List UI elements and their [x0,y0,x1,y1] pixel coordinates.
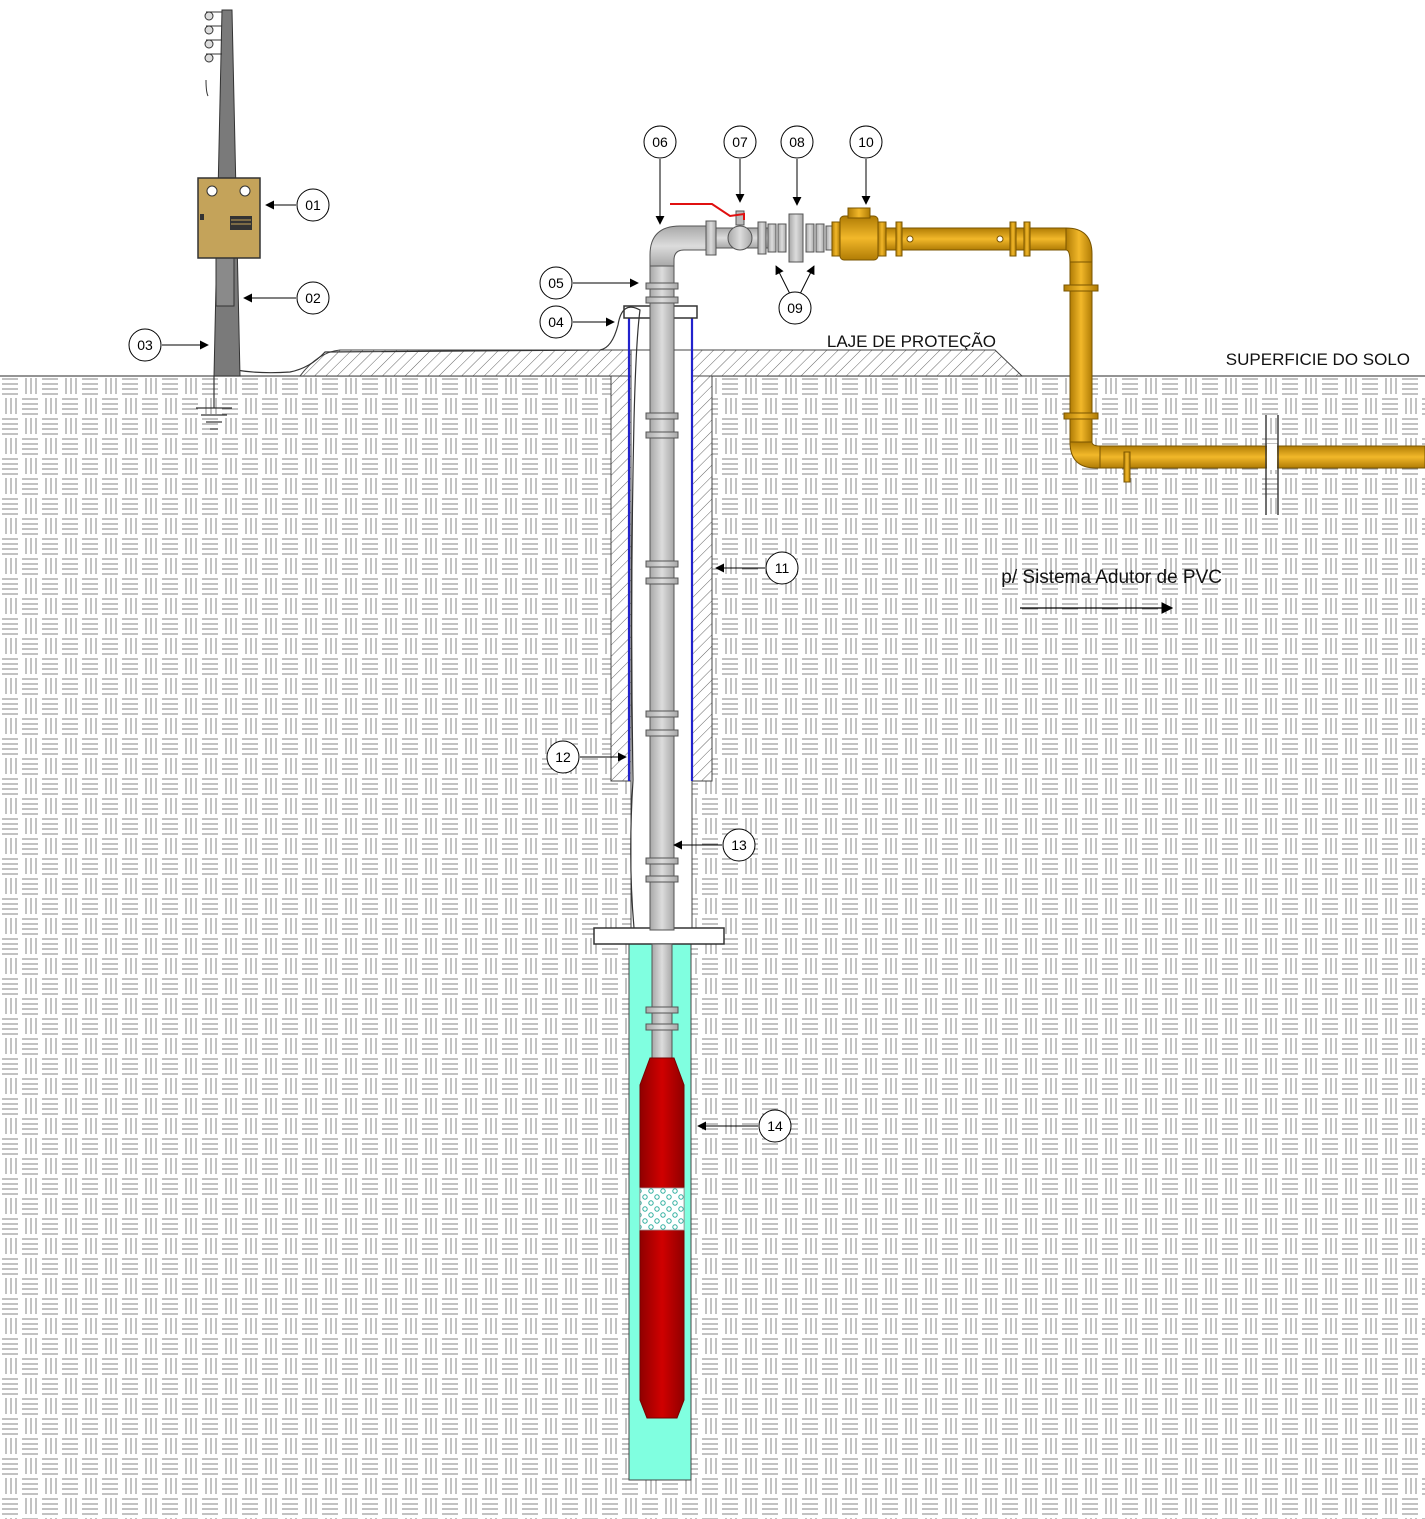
callout-02-text: 02 [305,290,321,306]
control-panel [197,177,261,259]
discharge-pipe-flanges [895,221,1131,483]
pipe-break-mark [1265,415,1279,515]
wellhead-elbow [649,225,713,267]
callout-11-text: 11 [775,560,790,576]
discharge-fittings [705,210,835,263]
riser-pipe [649,265,675,931]
callout-10: 10 [849,125,883,205]
callout-02: 02 [243,281,330,315]
callout-08-text: 08 [789,134,805,150]
check-valve [831,207,887,261]
callout-09: 09 [775,265,815,325]
riser-pipe-lower [651,943,673,1065]
callout-03-text: 03 [137,337,153,353]
callout-01-text: 01 [305,197,321,213]
callout-12: 12 [546,740,627,774]
surface-label: SUPERFICIE DO SOLO [1226,350,1410,369]
pump-intake-screen [639,1187,685,1231]
callout-04: 04 [539,305,615,339]
cement-seal [610,375,713,782]
pump-cable [235,306,641,929]
callout-12-text: 12 [555,749,571,765]
callout-08: 08 [780,125,814,206]
callout-06-text: 06 [652,134,668,150]
callout-05: 05 [539,266,639,300]
callout-11: 11 [715,551,799,585]
callout-03: 03 [128,328,209,362]
insulators [204,11,214,63]
ball-valve-body [727,225,753,251]
submersible-pump [639,1057,685,1419]
callout-07-text: 07 [732,134,748,150]
pole-conduit [215,257,235,307]
outlet-label: p/ Sistema Adutor de PVC [1001,567,1222,588]
pipe-break-gap [1267,444,1277,470]
discharge-pipe [885,227,1425,469]
pressure-signal-cable [670,203,745,220]
callout-09-text: 09 [787,300,803,316]
callout-10-text: 10 [858,134,874,150]
callout-13: 13 [673,828,756,862]
riser-couplings [645,282,679,1031]
callout-06: 06 [643,125,677,225]
grounding [196,376,232,430]
callout-07: 07 [723,125,757,203]
callout-14: 14 [697,1109,792,1143]
callout-04-text: 04 [548,314,564,330]
callout-01: 01 [265,188,330,222]
slab-label: LAJE DE PROTEÇÃO [827,332,996,351]
callout-14-text: 14 [767,1118,783,1134]
callout-05-text: 05 [548,275,564,291]
callout-13-text: 13 [731,837,747,853]
